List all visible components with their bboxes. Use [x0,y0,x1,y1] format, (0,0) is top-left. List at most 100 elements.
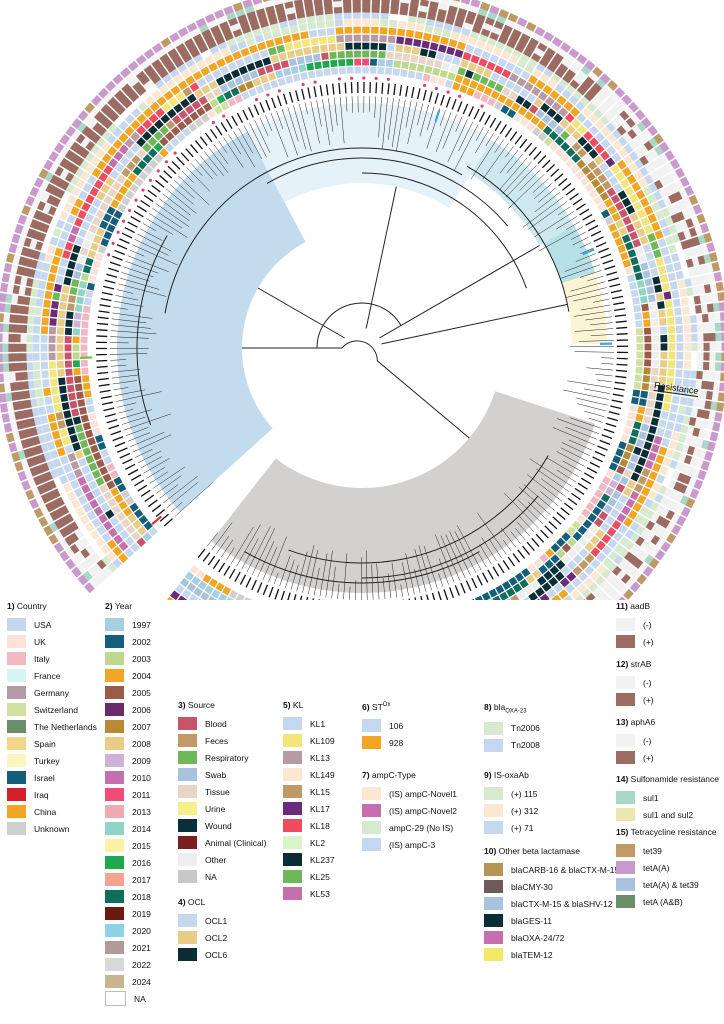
leaf-branch [552,427,595,446]
leaf-branch [190,162,203,177]
leaf-branch [478,553,487,568]
ring-cell [524,111,534,121]
leaf-label [607,416,619,422]
ring-cell [581,165,591,176]
leaf-label [148,499,158,508]
ring-cell [48,522,59,533]
ring-cell [153,153,164,164]
ring-cell [216,94,226,104]
ring-cell [526,93,537,103]
ring-cell [660,529,672,541]
ring-cell [571,130,582,141]
ring-cell [67,233,77,243]
leaf-branch [111,369,140,373]
ring-cell [188,593,199,600]
ring-cell [404,37,413,46]
leaf-branch [118,283,167,297]
ring-cell [136,125,147,136]
ring-cell [551,101,562,112]
ring-cell [158,84,169,95]
ring-cell [118,185,129,196]
ring-cell [674,179,685,190]
ring-cell [214,9,225,20]
ring-cell [51,386,59,395]
ring-cell [599,191,610,202]
ring-cell [7,363,16,372]
ring-cell [533,97,544,108]
ring-cell [538,564,548,575]
ring-cell [362,26,370,34]
ring-cell [127,513,137,524]
ring-cell [586,101,598,113]
ring-cell [607,497,618,507]
ring-cell [72,336,80,344]
ring-cell [130,143,141,154]
ring-cell [612,102,624,114]
ring-cell [274,36,284,46]
leaf-label [494,120,502,131]
ring-cell [584,60,596,71]
ring-cell [578,548,589,558]
leaf-label [295,90,300,102]
leaf-label [300,595,303,600]
leaf-label [526,541,535,552]
ring-cell [198,598,202,600]
ring-cell [720,372,724,382]
ring-cell [107,498,117,508]
legend-label: (+) [643,636,654,647]
ring-cell [289,25,299,34]
ring-cell [556,537,566,548]
internal-branch [316,302,402,349]
ring-cell [59,550,70,562]
ring-cell [571,153,581,164]
leaf-label [106,419,118,424]
ring-cell [606,121,617,133]
leaf-label [507,556,516,567]
ring-cell [77,209,87,220]
ring-cell [65,319,73,328]
ring-cell [635,328,644,336]
ring-cell [338,59,346,67]
ring-cell [186,582,197,593]
ring-cell [604,486,615,496]
ring-cell [565,583,576,594]
ring-cell [41,317,49,326]
ring-cell [56,360,65,369]
leaf-label [499,124,507,135]
ring-cell [460,0,471,5]
leaf-branch [560,264,600,279]
ring-cell [82,570,93,582]
ring-cell [64,344,72,352]
legend-label: 2006 [132,704,151,715]
ring-cell [179,577,190,588]
ring-cell [79,439,89,449]
ring-cell [41,423,51,434]
legend-item: blaCTX-M-15 & blaSHV-12 [484,895,619,912]
ring-cell [531,86,541,97]
ring-cell [8,243,18,254]
ring-cell [720,362,724,372]
ring-cell [45,404,55,414]
ring-cell [619,458,629,468]
ring-cell [96,191,106,201]
legend-label: Wound [205,820,232,831]
ring-cell [542,84,553,95]
ring-cell [652,276,661,285]
legend-item: 2007 [105,718,151,735]
leaf-label [605,422,617,428]
ring-cell [626,479,637,490]
ring-cell [76,121,87,133]
legend-swatch [105,991,126,1006]
ring-cell [91,95,102,106]
ring-cell [99,466,109,476]
ring-cell [610,164,621,175]
ring-cell [400,1,409,10]
ring-cell [647,232,657,243]
legend-strab: 12) strAB(-)(+) [616,659,654,708]
leaf-label [167,165,177,175]
ring-cell [178,109,188,120]
ring-cell [307,21,317,30]
legend-label: blaTEM-12 [511,949,553,960]
ring-cell [540,36,551,47]
ring-cell [621,505,631,516]
